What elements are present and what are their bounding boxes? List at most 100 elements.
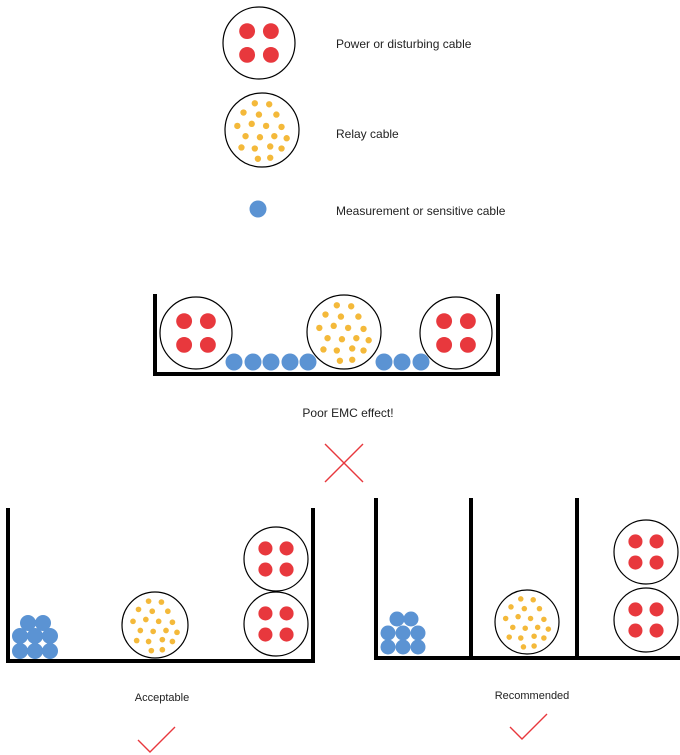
relay-conductor [254, 155, 262, 162]
tray-recommended-arrangement [374, 498, 680, 660]
relay-cable-sheath [494, 589, 560, 655]
power-conductor [459, 336, 476, 353]
measurement-cable [389, 611, 405, 627]
measurement-cable [225, 353, 243, 371]
relay-conductor [267, 154, 274, 161]
power-conductor [239, 23, 256, 40]
relay-conductor [316, 324, 323, 332]
measurement-cable [412, 353, 430, 371]
power-conductor [199, 336, 216, 353]
power-conductor [258, 562, 273, 577]
relay-conductor [242, 132, 249, 140]
relay-cable [494, 589, 560, 655]
power-conductor [649, 555, 664, 570]
relay-conductor [348, 303, 355, 310]
power-conductor [262, 23, 279, 40]
measurement-cable [395, 625, 411, 641]
cable-tray-wall [153, 294, 500, 376]
power-conductor [649, 623, 664, 638]
relay-conductor [255, 111, 263, 118]
relay-conductor [531, 633, 537, 639]
measurement-cable [380, 625, 396, 641]
power-cable-sheath [613, 519, 679, 585]
legend-measurement-label: Measurement or sensitive cable [336, 204, 506, 218]
power-conductor [279, 562, 294, 577]
power-cable-sheath [222, 6, 296, 80]
relay-conductor [344, 324, 352, 332]
relay-conductor [330, 322, 337, 330]
relay-conductor [142, 616, 149, 623]
measurement-cable [403, 611, 419, 627]
relay-conductor [531, 643, 537, 649]
check-mark-icon [137, 726, 176, 753]
relay-cable-sheath [121, 591, 189, 659]
power-conductor [262, 46, 279, 63]
relay-conductor [238, 144, 245, 151]
relay-conductor [137, 627, 144, 634]
power-cable-sheath [419, 296, 493, 370]
power-conductor [279, 627, 294, 642]
measurement-cable [244, 353, 262, 371]
power-conductor [176, 313, 193, 330]
relay-conductor [536, 605, 543, 612]
relay-conductor [506, 634, 512, 640]
relay-cable [121, 591, 189, 659]
relay-conductor [355, 313, 362, 320]
power-conductor [436, 336, 453, 353]
relay-conductor [266, 101, 273, 108]
power-cable [613, 587, 679, 653]
relay-conductor [149, 608, 156, 615]
relay-conductor [360, 347, 367, 354]
relay-conductor [145, 638, 152, 645]
measurement-cable [299, 353, 317, 371]
power-conductor [279, 541, 294, 556]
relay-conductor [333, 302, 340, 309]
relay-conductor [163, 627, 169, 634]
cable-tray-wall [6, 508, 315, 663]
relay-conductor [320, 346, 327, 353]
relay-conductor [541, 635, 547, 641]
measurement-cable [27, 628, 43, 644]
power-cable-sheath [159, 296, 233, 370]
measurement-cable [35, 615, 51, 631]
power-conductor [628, 555, 643, 570]
relay-conductor [169, 619, 176, 626]
relay-conductor [541, 616, 547, 623]
verdict-marks [137, 443, 548, 753]
relay-conductor [133, 637, 140, 644]
relay-conductor [545, 626, 552, 632]
relay-conductor [510, 624, 516, 631]
relay-conductor [174, 629, 180, 636]
power-conductor [436, 313, 453, 330]
measurement-cable [380, 639, 396, 655]
relay-conductor [164, 608, 171, 615]
relay-conductor [262, 122, 270, 130]
relay-conductor [159, 636, 166, 643]
relay-conductor [273, 111, 280, 118]
relay-conductor [520, 644, 527, 650]
relay-conductor [502, 615, 509, 622]
legend-relay-label: Relay cable [336, 127, 399, 141]
cross-stroke [324, 443, 364, 483]
relay-conductor [130, 618, 136, 625]
power-cable [419, 296, 493, 370]
relay-conductor [251, 100, 258, 107]
relay-conductor [522, 625, 528, 631]
relay-cable [224, 92, 300, 168]
relay-conductor [322, 311, 329, 318]
check-mark-icon [509, 713, 548, 740]
power-conductor [279, 606, 294, 621]
power-conductor [628, 534, 643, 549]
recommended-label: Recommended [494, 690, 570, 702]
relay-conductor [256, 134, 264, 141]
relay-conductor [349, 345, 356, 352]
relay-conductor [349, 356, 356, 363]
measurement-cable [375, 353, 393, 371]
relay-conductor [251, 145, 258, 152]
power-conductor [258, 627, 273, 642]
relay-conductor [365, 337, 372, 344]
measurement-cable [281, 353, 299, 371]
relay-conductor [150, 628, 157, 635]
relay-conductor [267, 143, 274, 150]
